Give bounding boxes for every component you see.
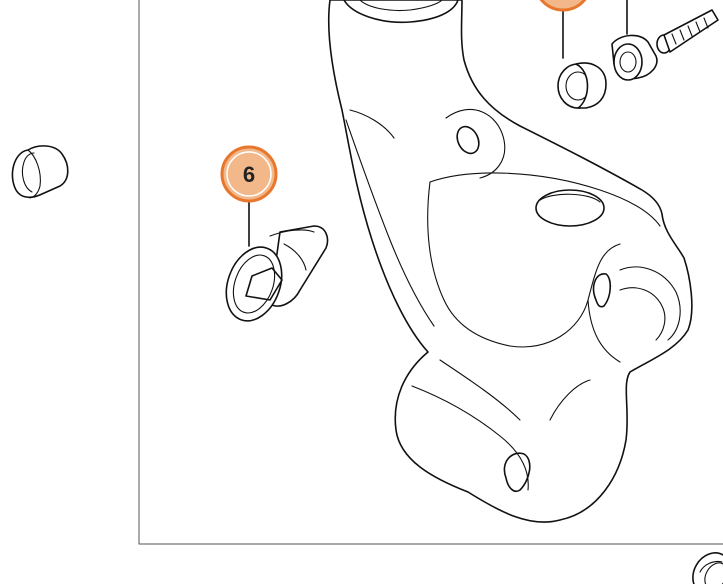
clip-part-6 (225, 225, 329, 322)
main-housing (327, 0, 693, 523)
grommet-part (557, 0, 607, 109)
partial-part-bottom-right (692, 552, 723, 584)
bushing-part (611, 0, 658, 81)
assembly-panel-frame (138, 0, 723, 545)
callout-6: 6 (220, 145, 278, 247)
plug-part-left (11, 145, 69, 199)
screw-part (656, 9, 719, 54)
callout-6-label: 6 (243, 162, 255, 187)
callout-2: 2 (539, 0, 587, 12)
